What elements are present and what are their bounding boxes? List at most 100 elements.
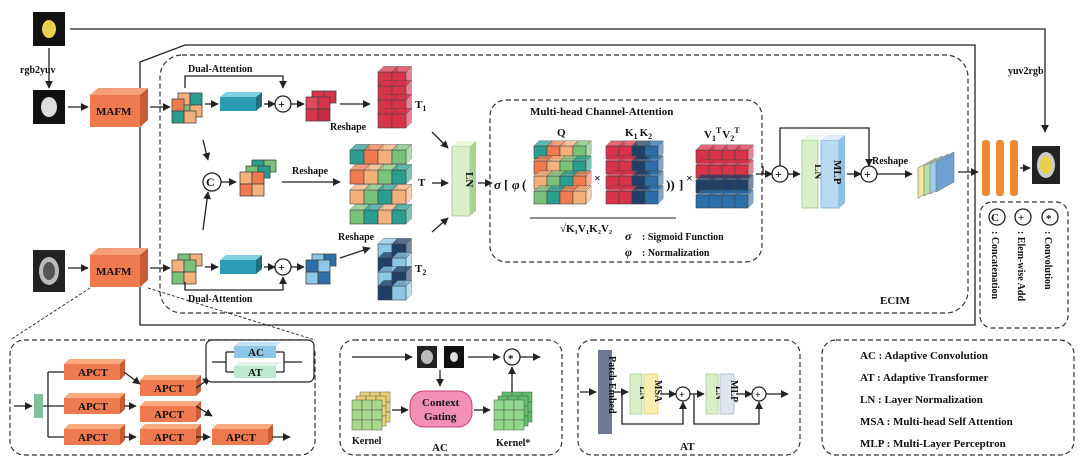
t2-label: T2 [415, 263, 426, 277]
ln-block-2: LN [801, 135, 824, 209]
q-cube [533, 185, 553, 205]
legend-ac: AC : Adaptive Convolution [860, 350, 988, 362]
svg-text:APCT: APCT [154, 383, 185, 395]
concat-legend-text: : Concatenation [989, 231, 1000, 299]
ac-input-image-2 [444, 346, 464, 368]
t2-cube [391, 279, 413, 301]
kernel-cell [351, 399, 363, 411]
fused-grid-top [305, 90, 337, 122]
at-mini-block: AT [234, 362, 281, 379]
svg-text:APCT: APCT [78, 432, 109, 444]
legend-msa: MSA : Multi-head Self Attention [860, 416, 1013, 428]
apct-block: APCT [140, 375, 201, 396]
svg-text:MLP: MLP [728, 380, 739, 402]
svg-text:MAFM: MAFM [96, 266, 132, 278]
abbreviation-legend [821, 339, 1075, 456]
t1-cube [391, 107, 413, 129]
legend-at: AT : Adaptive Transformer [860, 372, 989, 384]
svg-text:APCT: APCT [78, 401, 109, 413]
kernel-cell [371, 419, 383, 431]
input-image-rgb [33, 12, 65, 46]
apct-block: APCT [212, 424, 273, 445]
svg-text:+: + [679, 390, 685, 401]
svg-text:C: C [206, 175, 215, 189]
k-matrix [605, 140, 664, 205]
times-symbol-2: × [686, 171, 693, 185]
dual-attention-top-label: Dual-Attention [188, 64, 253, 75]
msa-block: MSA [643, 373, 663, 415]
kernel-cell [361, 399, 373, 411]
kernel-star-cell [493, 419, 505, 431]
svg-text:AT: AT [248, 367, 263, 379]
output-orange-bars [982, 140, 1018, 196]
mlp-block-1: MLP [820, 135, 845, 209]
t-label: T [418, 177, 426, 189]
svg-text:+: + [278, 97, 285, 111]
svg-text:+: + [775, 167, 782, 181]
input-image-gray [33, 250, 65, 292]
kernel-label: Kernel [352, 436, 382, 447]
svg-text:APCT: APCT [154, 409, 185, 421]
reshape-label-4: Reshape [872, 156, 909, 167]
kernel-star-cell [493, 409, 505, 421]
mafm-block-bottom: MAFM [90, 248, 148, 287]
kernel-star-cell [503, 409, 515, 421]
svg-text:Gating: Gating [424, 411, 457, 423]
svg-text:MAFM: MAFM [96, 106, 132, 118]
dual-attention-module-bottom [220, 255, 262, 274]
svg-text:Context: Context [422, 397, 460, 409]
add-legend-icon [1014, 208, 1032, 226]
apct-input-block [34, 394, 43, 418]
ops-legend-frame [979, 201, 1069, 329]
v-matrix [695, 144, 754, 209]
svg-text:+: + [864, 167, 871, 181]
legend-mlp: MLP : Multi-Layer Perceptron [860, 438, 1006, 450]
q-matrix [533, 140, 592, 205]
kernel-cell [361, 409, 373, 421]
kernel-star-grid [493, 391, 533, 431]
sigmoid-desc: : Sigmoid Function [642, 232, 724, 243]
kernel-cell [371, 399, 383, 411]
svg-text:MLP: MLP [831, 160, 843, 185]
apct-block: APCT [140, 424, 201, 445]
reshape-label-2: Reshape [292, 166, 329, 177]
fused-grid-bottom [305, 253, 337, 285]
kernel-cell [351, 409, 363, 421]
t-cube [391, 183, 413, 205]
ac-mini-block: AC [234, 342, 281, 359]
ac-panel-title: AC [432, 442, 448, 454]
kernel-cell [351, 419, 363, 431]
ecim-dashed-frame [159, 54, 969, 314]
apct-block: APCT [64, 424, 125, 445]
kernel-star-cell [513, 399, 525, 411]
kernel-star-cell [503, 419, 515, 431]
q-cube [572, 155, 592, 175]
sigma-legend-symbol: σ [625, 229, 632, 243]
svg-text:*: * [1046, 213, 1052, 225]
q-cube [572, 185, 592, 205]
svg-text:LN: LN [713, 386, 724, 401]
kernel-cell [361, 419, 373, 431]
phi-symbol: φ [512, 177, 520, 192]
apct-block: APCT [140, 401, 201, 422]
rgb2yuv-label: rgb2yuv [20, 65, 56, 76]
mhca-title: Multi-head Channel-Attention [530, 106, 673, 118]
add-legend-text: : Elem-wise Add [1015, 231, 1026, 301]
feature-grid-bottom [171, 253, 203, 285]
at-mlp-block: MLP [719, 373, 739, 415]
legend-ln: LN : Layer Normalization [860, 394, 983, 406]
svg-text:AC: AC [248, 347, 264, 359]
v-cube [734, 189, 754, 209]
bracket-open: [ [504, 177, 508, 192]
k-cube [644, 185, 664, 205]
concat-feature-grid [239, 159, 277, 197]
paren-open: ( [522, 177, 526, 192]
q-label: Q [557, 127, 566, 139]
bracket-close: ] [679, 177, 683, 192]
times-symbol-1: × [594, 171, 601, 185]
svg-text:+: + [755, 390, 761, 401]
